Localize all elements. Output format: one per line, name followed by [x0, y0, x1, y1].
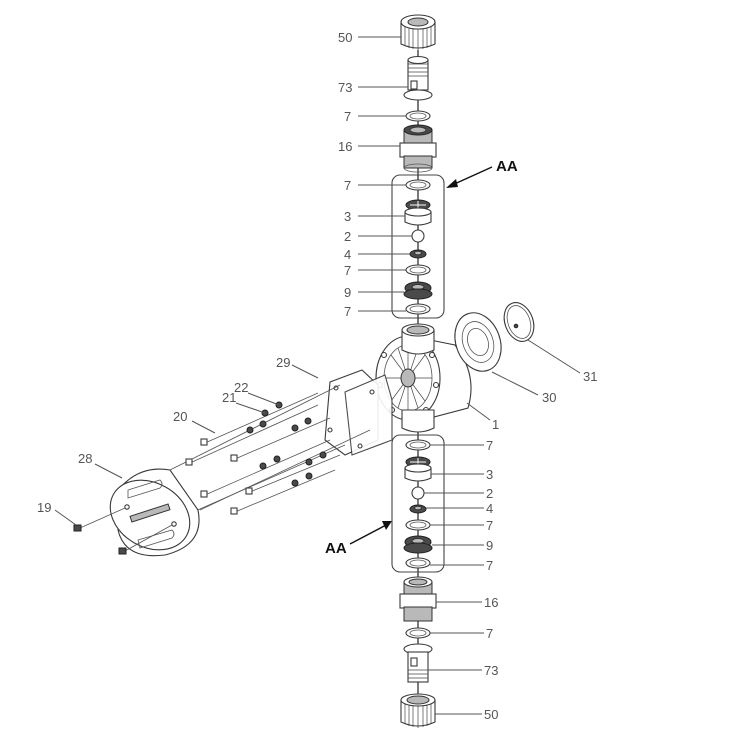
part-1-pump-head	[375, 323, 472, 433]
group-label-aa-lower: AA	[325, 540, 347, 557]
part-50-top-union-nut	[400, 14, 436, 50]
callout-22: 22	[234, 380, 248, 395]
callout-2-top: 2	[344, 229, 351, 244]
part-2-bottom-ball	[411, 486, 425, 500]
part-16-top-valve-housing	[399, 124, 437, 173]
callout-28: 28	[78, 451, 92, 466]
leader-lines	[54, 36, 581, 715]
callout-7-top-d: 7	[344, 304, 351, 319]
callout-7-bottom-d: 7	[486, 626, 493, 641]
callout-9-top: 9	[344, 285, 351, 300]
aa-arrow-upper	[446, 166, 493, 188]
callout-31: 31	[583, 369, 597, 384]
part-19-cover-screws	[73, 507, 173, 555]
callout-20: 20	[173, 409, 187, 424]
callout-7-bottom-a: 7	[486, 438, 493, 453]
callout-7-top-b: 7	[344, 178, 351, 193]
callout-7-bottom-c: 7	[486, 558, 493, 573]
assembly-group-aa-upper	[391, 174, 445, 319]
callout-16-top: 16	[338, 139, 352, 154]
part-9-top-valve-cartridge	[403, 281, 433, 300]
callout-73-top: 73	[338, 80, 352, 95]
part-73-top-tail-piece	[403, 55, 433, 101]
part-21-22-nuts-washers	[246, 401, 327, 487]
part-2-top-ball	[411, 229, 425, 243]
part-29-spacer-flange	[324, 369, 393, 456]
part-16-bottom-valve-housing	[399, 576, 437, 622]
part-20-tie-rods	[185, 392, 341, 515]
callout-1: 1	[492, 417, 499, 432]
callout-3-bottom: 3	[486, 467, 493, 482]
part-3-top-valve-seat	[404, 199, 432, 226]
part-3-bottom-valve-seat	[404, 456, 432, 482]
part-28-end-cover	[109, 468, 200, 557]
part-31-backup-disc	[503, 302, 535, 342]
callout-19: 19	[37, 500, 51, 515]
callout-3-top: 3	[344, 209, 351, 224]
callout-29: 29	[276, 355, 290, 370]
callout-7-top-c: 7	[344, 263, 351, 278]
part-9-bottom-valve-cartridge	[403, 535, 433, 554]
callout-73-bottom: 73	[484, 663, 498, 678]
part-4-top-ball-guide	[409, 249, 427, 259]
callout-30: 30	[542, 390, 556, 405]
callout-2-bottom: 2	[486, 486, 493, 501]
callout-7-top-a: 7	[344, 109, 351, 124]
callout-16-bottom: 16	[484, 595, 498, 610]
part-30-diaphragm	[454, 312, 502, 372]
part-50-bottom-union-nut	[400, 693, 436, 728]
part-73-bottom-tail-piece	[403, 643, 433, 683]
part-4-bottom-ball-guide	[409, 504, 427, 514]
aa-arrow-lower	[349, 521, 392, 545]
assembly-group-aa-lower	[391, 434, 445, 573]
callout-4-bottom: 4	[486, 501, 493, 516]
callout-4-top: 4	[344, 247, 351, 262]
callout-50-top: 50	[338, 30, 352, 45]
callout-7-bottom-b: 7	[486, 518, 493, 533]
pump-housing-tube	[169, 384, 371, 521]
callout-9-bottom: 9	[486, 538, 493, 553]
group-label-aa-upper: AA	[496, 158, 518, 175]
callout-50-bottom: 50	[484, 707, 498, 722]
callout-21: 21	[222, 390, 236, 405]
